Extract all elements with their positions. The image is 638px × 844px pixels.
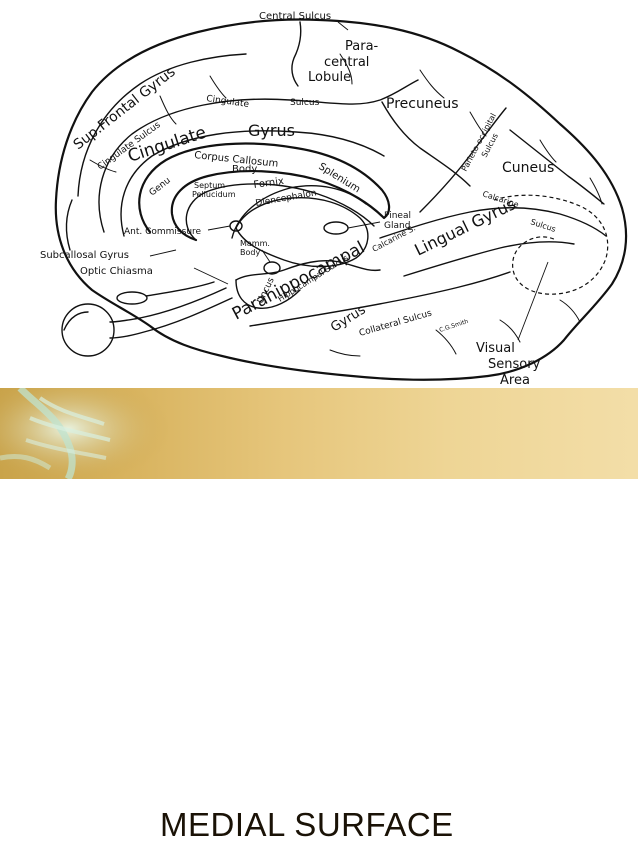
- collateral-sulcus-line: [249, 271, 511, 327]
- label-pineal-1: Pineal: [384, 211, 411, 221]
- sulcus-mark-6: [539, 139, 557, 163]
- label-genu: Genu: [148, 176, 173, 199]
- label-septum: Septum: [194, 181, 225, 190]
- parieto-occipital-sulcus: [419, 107, 507, 213]
- sulcus-mark-11: [329, 349, 361, 357]
- label-signature: C.G.Smith: [438, 318, 469, 334]
- corpus-callosum-inner: [185, 183, 375, 241]
- eyeball-lens: [63, 311, 89, 331]
- sulcus-mark-10: [559, 299, 581, 323]
- label-visual-3: Area: [500, 373, 530, 388]
- label-mamm-2: Body: [240, 248, 260, 257]
- label-central-sulcus: Central Sulcus: [259, 11, 331, 22]
- leader-ant-commissure: [207, 225, 231, 231]
- frontal-fold-2: [65, 199, 73, 251]
- sulcus-mark-1: [159, 95, 177, 125]
- cingulate-gyrus-line: [120, 130, 385, 237]
- leader-central-sulcus: [337, 21, 349, 31]
- label-paracentral-3: Lobule: [308, 70, 351, 85]
- label-cuneus: Cuneus: [502, 160, 554, 176]
- brain-outline: [54, 18, 628, 381]
- leader-visual-area: [517, 261, 549, 341]
- frontal-fold-1: [77, 53, 247, 197]
- label-subcallosal-gyrus: Subcallosal Gyrus: [40, 250, 129, 261]
- leader-mamm-body: [261, 249, 271, 263]
- label-pellucidum: Pellucidum: [192, 190, 236, 199]
- label-visual-2: Sensory: [488, 357, 541, 372]
- slide: Central Sulcus Para- central Lobule Sup.…: [0, 11, 638, 843]
- sulcus-mark-12: [589, 177, 603, 205]
- sulcus-mark-8: [435, 329, 457, 355]
- brainstem-hippocampus: [235, 260, 381, 281]
- central-sulcus-line: [291, 21, 302, 87]
- label-pineal-2: Gland: [384, 221, 410, 231]
- uncus-curve: [235, 279, 301, 309]
- label-cingulate-sulcus-top-a: Cingulate: [206, 94, 250, 110]
- corpus-callosum: [138, 142, 391, 242]
- label-collateral-sulcus: Collateral Sulcus: [358, 308, 433, 338]
- mammillary-body: [263, 261, 281, 275]
- label-optic-chiasma: Optic Chiasma: [80, 266, 153, 277]
- lingual-gyrus-lower: [403, 241, 575, 277]
- sulcus-mark-4: [419, 69, 445, 99]
- leader-optic-chiasma: [193, 267, 229, 285]
- label-fornix: Fornix: [253, 176, 285, 191]
- sulcus-mark-7: [89, 159, 117, 173]
- label-visual-1: Visual: [476, 341, 515, 356]
- label-paracentral-1: Para-: [345, 39, 379, 54]
- fornix-line: [231, 185, 367, 239]
- visual-area-boundary: [493, 194, 609, 295]
- optic-nerve-upper: [109, 287, 227, 323]
- label-body: Body: [232, 164, 257, 175]
- leader-subcallosal: [149, 249, 177, 257]
- label-cingulate-sulcus-top-b: Sulcus: [290, 98, 320, 108]
- sulcus-mark-5: [469, 111, 487, 137]
- cingulate-sulcus-line: [98, 79, 419, 233]
- brain-medial-surface-diagram: Central Sulcus Para- central Lobule Sup.…: [40, 11, 628, 388]
- title-banner: MEDIAL SURFACE: [0, 388, 638, 843]
- eyeball: [61, 303, 115, 357]
- label-ant-commissure: Ant. Commissure: [124, 227, 202, 237]
- skeleton-background-art: [0, 388, 170, 479]
- precuneus-line: [381, 101, 471, 187]
- pineal-gland-dot: [323, 221, 349, 235]
- label-precuneus: Precuneus: [386, 96, 458, 112]
- label-mamm-1: Mamm.: [240, 239, 270, 248]
- leader-pineal: [347, 221, 381, 229]
- sulcus-mark-3: [339, 53, 353, 85]
- cuneus-fold: [509, 129, 605, 205]
- olfactory-bulb: [116, 291, 148, 305]
- olfactory-tract: [145, 281, 215, 297]
- optic-nerve-lower: [109, 297, 233, 339]
- slide-title: MEDIAL SURFACE: [160, 806, 454, 843]
- sulcus-mark-2: [209, 75, 227, 99]
- label-paracentral-2: central: [324, 55, 369, 70]
- sulcus-mark-9: [499, 319, 521, 343]
- label-calcarine-sulcus-b: Sulcus: [529, 217, 557, 234]
- diencephalon-outline: [235, 196, 369, 268]
- label-cingulate-gyrus-b: Gyrus: [248, 121, 295, 140]
- label-diencephalon: Diencephalon: [255, 188, 318, 209]
- calcarine-sulcus-line: [379, 207, 607, 239]
